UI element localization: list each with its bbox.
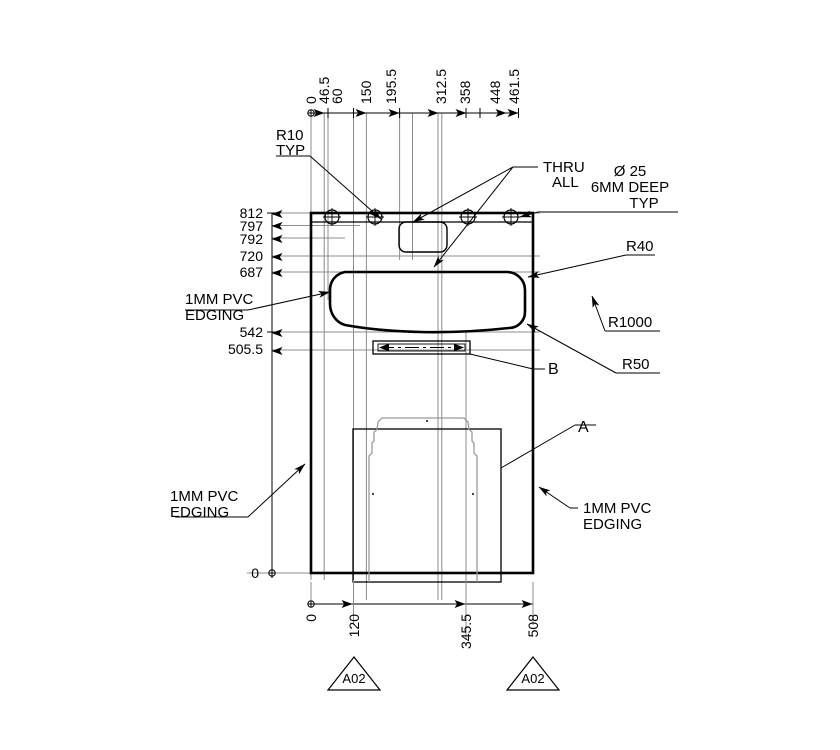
note-pvc-left-bottom-line2: EDGING [170,504,229,521]
top-dim-value-312.5: 312.5 [433,69,449,104]
note-pvc-left-bottom-line1: 1MM PVC [170,488,239,505]
note-detail-b: B [548,361,559,378]
top-dim-value-358: 358 [457,80,473,104]
note-dia25-line1: Ø 25 [614,163,647,180]
left-dim-value-797: 797 [240,218,264,234]
note-pvc-right-line2: EDGING [583,516,642,533]
top-dimension-chain: 0 46.5 60 150 195.5 312.5 358 448 461.5 [303,69,522,118]
note-r10-line2: TYP [276,142,305,159]
note-r1000: R1000 [608,314,652,331]
left-dim-value-687: 687 [240,264,264,280]
leader-thru-all: THRU ALL [412,159,585,268]
leader-r50: R50 [526,323,660,374]
hole-2 [366,208,384,226]
bottom-dim-value-120: 120 [346,614,362,638]
hole-4 [502,208,520,226]
leader-r10-typ: R10 TYP [276,127,382,220]
note-thru-line1: THRU [543,159,585,176]
leader-detail-a: A [500,419,596,469]
main-pocket [328,270,527,334]
bottom-dim-value-508: 508 [525,614,541,638]
leader-dia25: Ø 25 6MM DEEP TYP [519,163,678,218]
left-dim-origin: 0 [251,565,259,581]
slot-feature [372,340,471,355]
note-r10-line1: R10 [276,127,304,144]
top-dim-value-448: 448 [487,80,503,104]
left-dim-value-792: 792 [240,231,264,247]
part-outline [309,211,535,575]
note-pvc-left-top-line1: 1MM PVC [185,291,254,308]
top-dim-value-195.5: 195.5 [383,69,399,104]
construction-lines [247,113,540,640]
top-cutout [398,221,448,253]
bottom-dim-value-345.5: 345.5 [458,614,474,649]
leader-r1000: R1000 [591,295,660,332]
note-pvc-left-top-line2: EDGING [185,307,244,324]
top-dim-value-60: 60 [329,88,345,104]
note-r50: R50 [622,356,650,373]
bottom-dim-value-0: 0 [303,614,319,622]
leader-r40: R40 [527,238,655,278]
left-dim-value-812: 812 [240,205,264,221]
left-dim-value-542: 542 [240,324,264,340]
note-dia25-line3: TYP [629,195,658,212]
section-mark-left: A02 [326,656,382,691]
left-dim-value-505.5: 505.5 [228,341,263,357]
left-dim-value-720: 720 [240,248,264,264]
note-dia25-line2: 6MM DEEP [591,179,669,196]
leader-pvc-left-bottom: 1MM PVC EDGING [170,463,306,521]
note-pvc-right-line1: 1MM PVC [583,500,652,517]
top-dim-value-46.5: 46.5 [316,77,332,104]
leader-pvc-right: 1MM PVC EDGING [538,486,652,533]
leader-detail-b: B [469,353,559,378]
note-detail-a: A [578,419,589,436]
top-dim-value-150: 150 [358,80,374,104]
top-dim-value-0: 0 [303,96,319,104]
leader-pvc-left-top: 1MM PVC EDGING [185,291,331,324]
section-right-label: A02 [521,671,544,686]
hole-1 [323,208,341,226]
note-thru-line2: ALL [552,174,579,191]
detail-a-region [352,417,502,583]
section-mark-right: A02 [505,656,561,691]
top-dim-value-461.5: 461.5 [506,69,522,104]
left-dimension-chain: 812 797 792 720 687 542 505.5 0 [228,205,283,581]
section-left-label: A02 [342,671,365,686]
bottom-dimension-chain: 0 120 345.5 508 [303,580,541,649]
note-r40: R40 [626,238,654,255]
